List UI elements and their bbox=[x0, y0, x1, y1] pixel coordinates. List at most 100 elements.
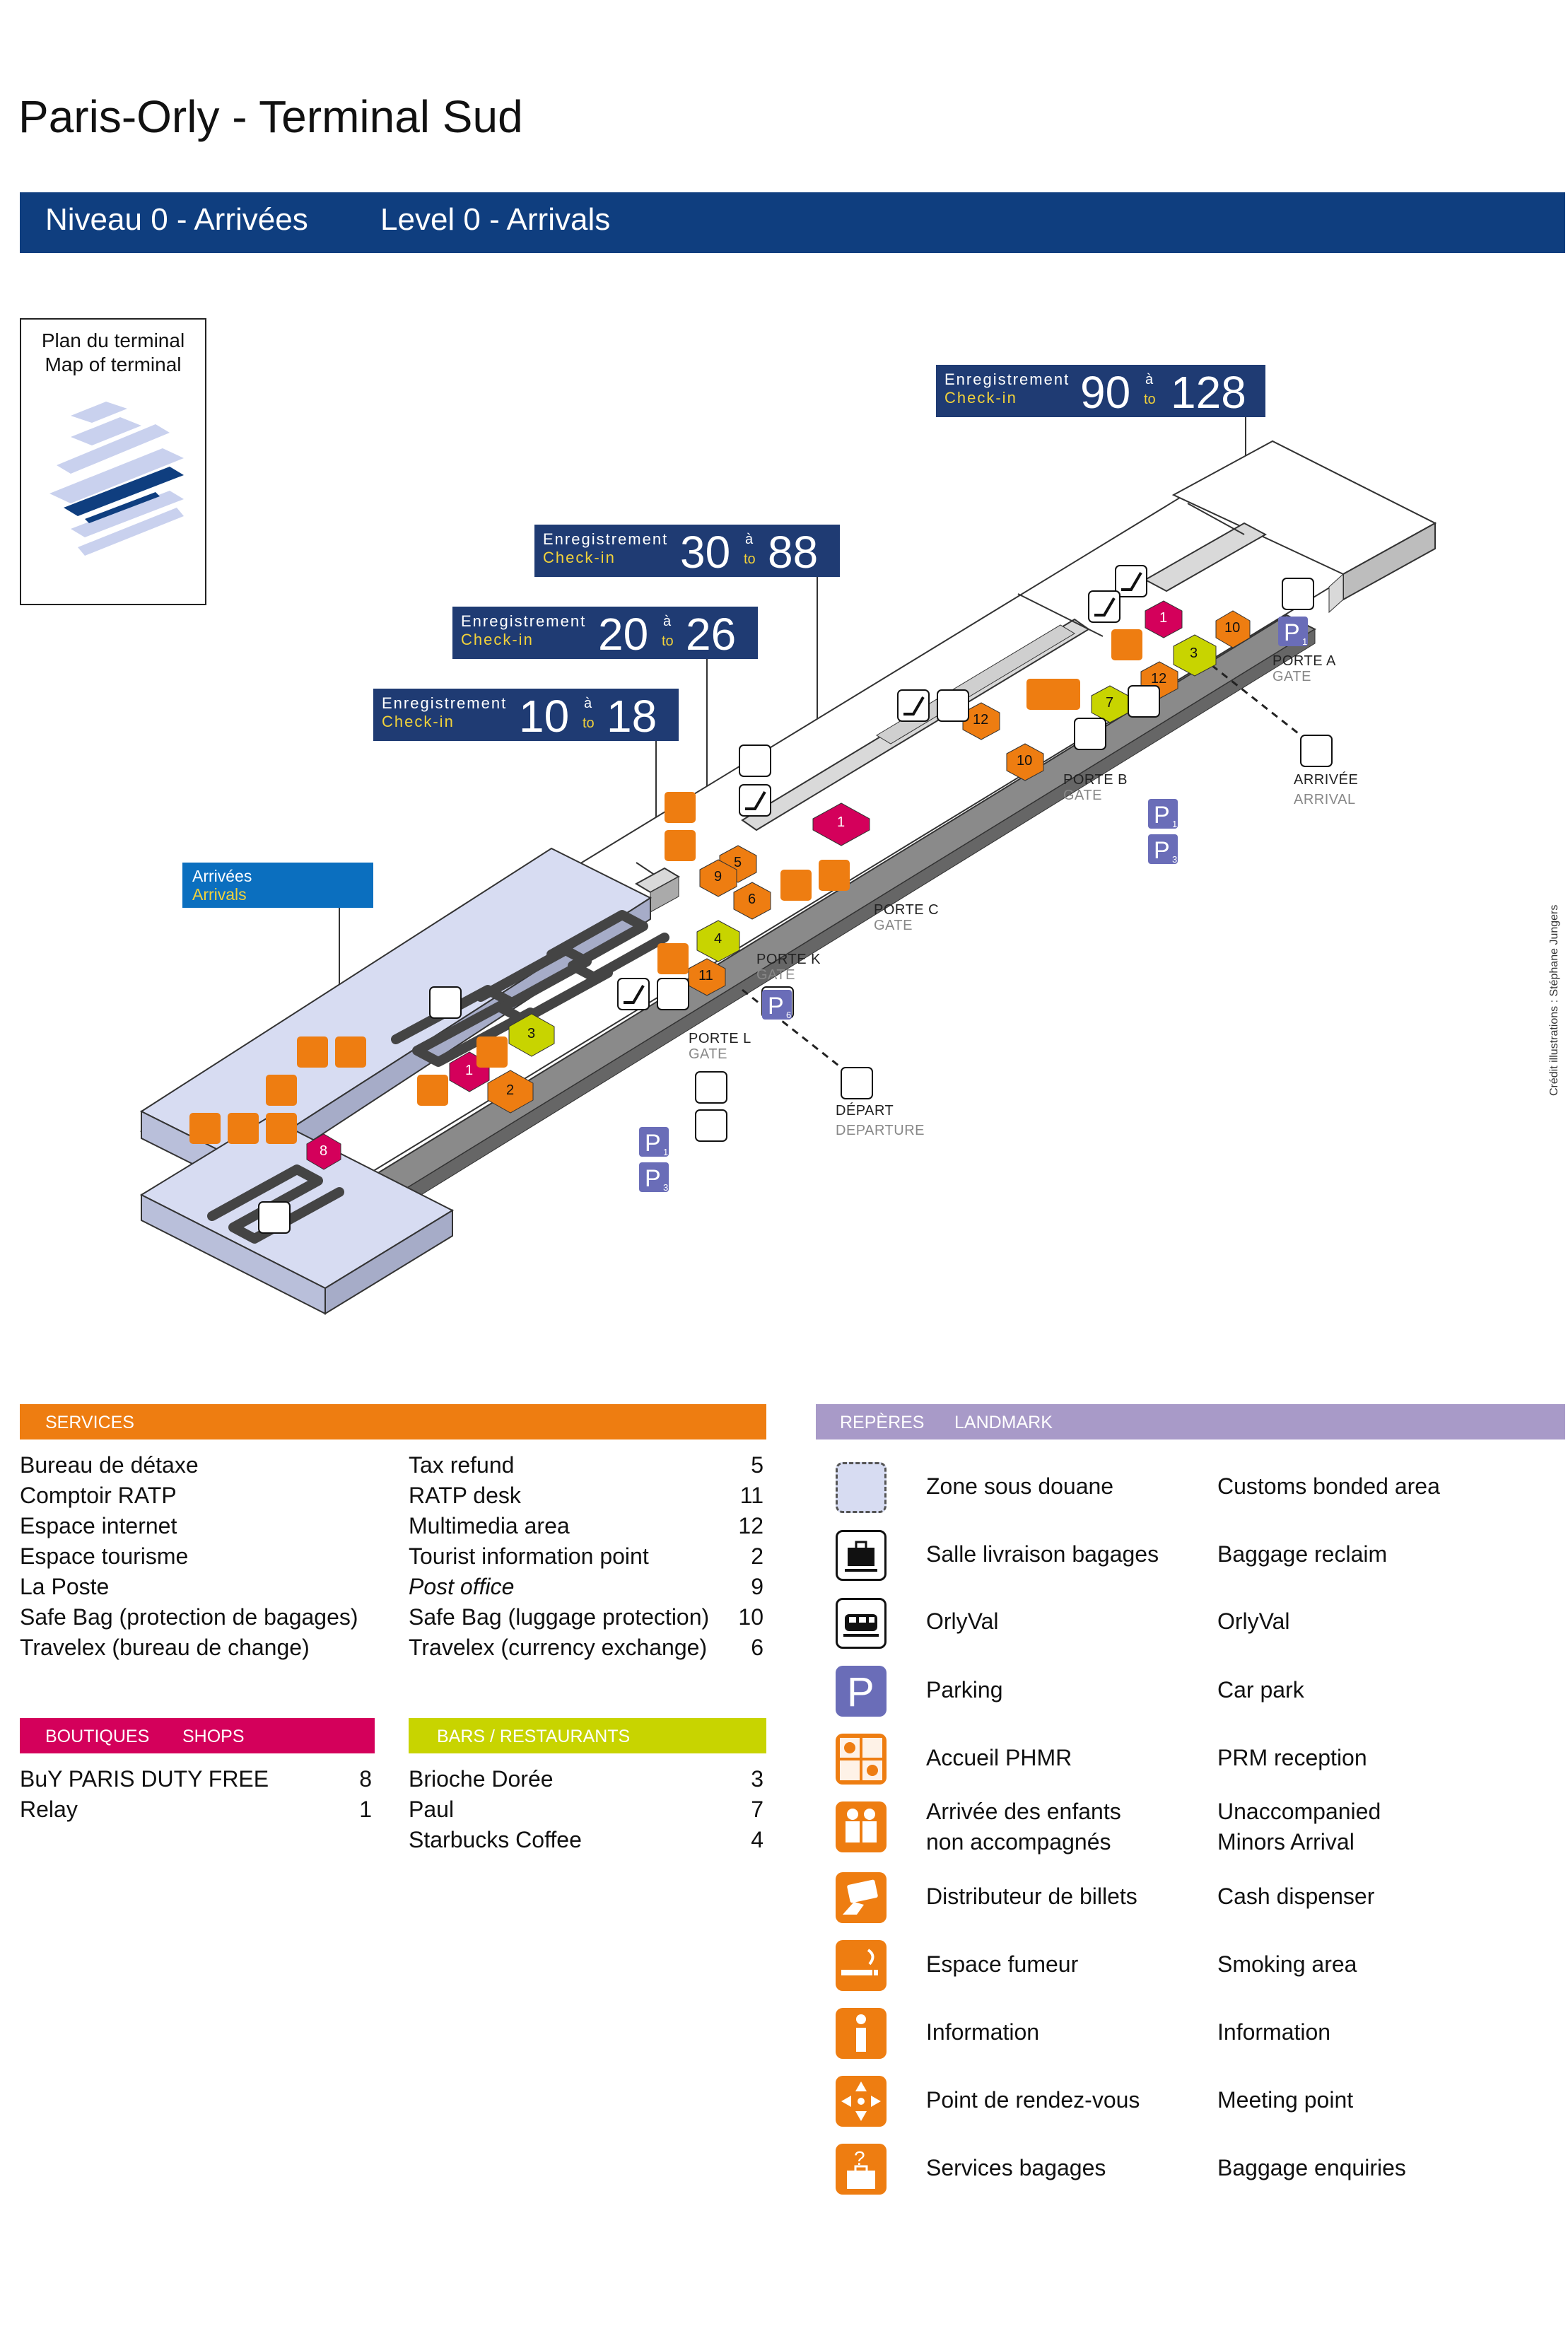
landmark-en2-6: Minors Arrival bbox=[1217, 1829, 1355, 1855]
landmark-fr-9: Information bbox=[926, 2019, 1040, 2045]
smoking-icon bbox=[836, 1940, 887, 1991]
meeting-icon bbox=[836, 2076, 887, 2127]
checkin-label-en: Check-in bbox=[543, 549, 616, 566]
checkin-label-en: Check-in bbox=[944, 389, 1017, 407]
svg-text:P: P bbox=[1284, 619, 1300, 646]
shop-num-2: 1 bbox=[359, 1797, 372, 1822]
service-num-5: 9 bbox=[751, 1574, 763, 1599]
arrivals-tag-en: Arrivals bbox=[192, 885, 247, 904]
svg-text:P: P bbox=[1154, 837, 1170, 864]
bar-num-3: 4 bbox=[751, 1827, 763, 1852]
landmark-header-fr: REPÈRES bbox=[840, 1413, 925, 1432]
landmark-fr-3: OrlyVal bbox=[926, 1608, 999, 1634]
service-num-4: 2 bbox=[751, 1543, 763, 1569]
checkin-range-to: to bbox=[662, 633, 674, 649]
service-en-3: Multimedia area bbox=[409, 1513, 570, 1538]
marker-c9 bbox=[699, 859, 737, 897]
map-number-c6: 6 bbox=[748, 892, 756, 907]
checkin-range-start: 10 bbox=[519, 691, 570, 742]
checkin-range-to: to bbox=[583, 716, 595, 731]
gate-b-sub: GATE bbox=[1063, 788, 1102, 803]
svg-text:?: ? bbox=[854, 2147, 865, 2169]
service-fr-1: Bureau de détaxe bbox=[20, 1452, 199, 1478]
parking-letters: P P P P P P bbox=[645, 619, 1300, 1192]
service-fr-3: Espace internet bbox=[20, 1513, 177, 1538]
bar-2: Paul bbox=[409, 1797, 455, 1822]
service-icons bbox=[189, 629, 1142, 1144]
service-en-4: Tourist information point bbox=[409, 1543, 649, 1569]
shops-header: BOUTIQUES SHOPS bbox=[20, 1718, 375, 1753]
marker-l3 bbox=[508, 1013, 555, 1057]
parking-number: 1 bbox=[663, 1147, 669, 1157]
checkin-range-start: 30 bbox=[680, 527, 731, 578]
service-fr-2: Comptoir RATP bbox=[20, 1483, 177, 1508]
bars-header-label: BARS / RESTAURANTS bbox=[437, 1727, 631, 1746]
gate-l-label: PORTE L bbox=[689, 1031, 751, 1046]
map-number-a12: 12 bbox=[1151, 671, 1167, 687]
orlyval-icon bbox=[836, 1598, 887, 1649]
map-number-l1: 1 bbox=[465, 1063, 474, 1078]
checkin-range-to: to bbox=[744, 551, 756, 567]
arrivals-tag-fr: Arrivées bbox=[192, 867, 252, 885]
map-number-c5: 5 bbox=[734, 855, 742, 870]
marker-b10 bbox=[1006, 743, 1044, 781]
bar-num-1: 3 bbox=[751, 1766, 763, 1792]
landmark-en-7: Cash dispenser bbox=[1217, 1884, 1375, 1909]
minimap-caption-en: Map of terminal bbox=[45, 354, 182, 375]
orlyval-departure-label: DÉPART bbox=[836, 1103, 894, 1119]
parking-icon: P bbox=[836, 1666, 887, 1717]
map-number-a10: 10 bbox=[1224, 620, 1241, 636]
parking-number: 3 bbox=[1172, 854, 1178, 865]
checkin-range-start: 90 bbox=[1080, 367, 1131, 418]
landmark-en-3: OrlyVal bbox=[1217, 1608, 1290, 1634]
landmark-fr-11: Services bagages bbox=[926, 2155, 1106, 2180]
landmark-en-1: Customs bonded area bbox=[1217, 1473, 1440, 1499]
landmark-header-en: LANDMARK bbox=[954, 1413, 1053, 1432]
landmark-fr-1: Zone sous douane bbox=[926, 1473, 1114, 1499]
parking-number: 1 bbox=[1172, 819, 1178, 829]
page-title: Paris-Orly - Terminal Sud bbox=[18, 91, 523, 142]
landmark-fr-7: Distributeur de billets bbox=[926, 1884, 1137, 1909]
gate-c-label: PORTE C bbox=[874, 902, 940, 918]
landmark-en-11: Baggage enquiries bbox=[1217, 2155, 1406, 2180]
marker-k4 bbox=[696, 920, 740, 962]
marker-c6 bbox=[733, 882, 771, 920]
service-en-5: Post office bbox=[409, 1574, 515, 1599]
bar-3: Starbucks Coffee bbox=[409, 1827, 582, 1852]
landmark-en-4: Car park bbox=[1217, 1677, 1304, 1703]
shop-num-1: 8 bbox=[359, 1766, 372, 1792]
checkin-range-a: à bbox=[1145, 372, 1154, 387]
level-banner: Niveau 0 - Arrivées Level 0 - Arrivals bbox=[20, 192, 1565, 253]
checkin-range-a: à bbox=[663, 614, 672, 629]
checkin-label-fr: Enregistrement bbox=[461, 612, 587, 630]
checkin-range-end: 18 bbox=[607, 691, 657, 742]
service-num-3: 12 bbox=[738, 1513, 763, 1538]
gate-k-sub: GATE bbox=[756, 967, 795, 983]
info-icon bbox=[836, 2008, 887, 2059]
map-number-a1: 1 bbox=[1159, 610, 1168, 626]
checkin-range-a: à bbox=[745, 532, 754, 547]
map-number-k11: 11 bbox=[698, 968, 713, 983]
bars-header: BARS / RESTAURANTS bbox=[409, 1718, 766, 1753]
marker-l8 bbox=[306, 1133, 341, 1170]
prm-icon bbox=[836, 1734, 887, 1785]
map-number-k4: 4 bbox=[714, 931, 722, 947]
parking-number: 1 bbox=[1302, 636, 1308, 647]
landmark-fr-10: Point de rendez-vous bbox=[926, 2087, 1140, 2113]
map-number-a7: 7 bbox=[1106, 695, 1114, 711]
svg-text:P: P bbox=[768, 993, 784, 1020]
landmark-en-6: Unaccompanied bbox=[1217, 1799, 1381, 1824]
landmark-fr-6: Arrivée des enfants bbox=[926, 1799, 1121, 1824]
cash-icon bbox=[836, 1872, 887, 1923]
service-num-6: 10 bbox=[738, 1604, 763, 1630]
bar-1: Brioche Dorée bbox=[409, 1766, 554, 1792]
orlyval-arrival-label: ARRIVÉE bbox=[1294, 772, 1359, 788]
map-number-b10: 10 bbox=[1017, 753, 1033, 769]
service-num-2: 11 bbox=[739, 1483, 763, 1508]
customs-zone-icon bbox=[836, 1462, 887, 1513]
orlyval-departure-sub: DEPARTURE bbox=[836, 1123, 925, 1138]
services-header-label: SERVICES bbox=[45, 1413, 134, 1432]
svg-text:P: P bbox=[645, 1130, 661, 1157]
parking-number: 3 bbox=[663, 1182, 669, 1193]
shop-2: Relay bbox=[20, 1797, 78, 1822]
